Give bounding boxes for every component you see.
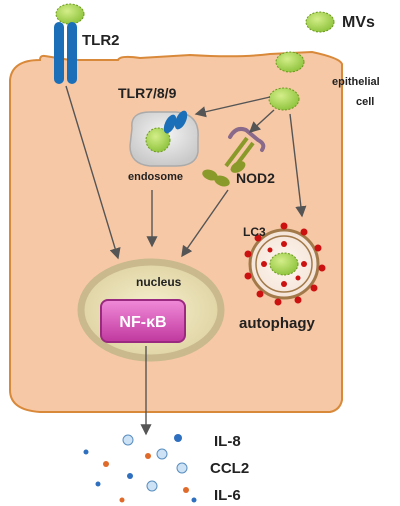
- arrow-nod2-to-nucleus: [181, 189, 229, 258]
- lc3-dot: [261, 261, 267, 267]
- cytokine-particle: [95, 481, 101, 487]
- il6-label: IL-6: [214, 487, 241, 504]
- lc3-dot: [295, 275, 301, 281]
- nfkb-box: [100, 299, 186, 343]
- il8-label: IL-8: [214, 433, 241, 450]
- mvs-label: MVs: [342, 14, 375, 31]
- mv-vesicle: [275, 51, 305, 73]
- nucleus-label: nucleus: [136, 275, 182, 289]
- cytokine-particle: [156, 448, 168, 460]
- cytokine-particle: [191, 497, 197, 503]
- signaling-arrows: [65, 85, 307, 436]
- lc3-dot: [281, 281, 287, 287]
- cell-label: cell: [356, 96, 374, 108]
- cytokine-particle: [119, 497, 125, 503]
- mv-vesicle: [55, 3, 85, 25]
- lc3-label: LC3: [243, 225, 266, 239]
- secreted-cytokines: [83, 434, 197, 503]
- cytokine-particle: [103, 461, 109, 467]
- mv-vesicle: [305, 11, 335, 33]
- lc3-dot: [300, 228, 308, 236]
- lc3-dot: [310, 284, 318, 292]
- cytokine-particle: [145, 453, 151, 459]
- internalized-mv: [268, 87, 300, 111]
- lc3-dot: [314, 244, 322, 252]
- autophagosome: [244, 222, 326, 306]
- lc3-dot: [301, 261, 307, 267]
- arrow-mv-to-autophagy: [289, 113, 307, 218]
- nfkb-label: NF-κB: [119, 314, 166, 331]
- lc3-dot: [318, 264, 326, 272]
- tlr2-receptor: [54, 22, 77, 84]
- lc3-dot: [254, 234, 262, 242]
- epithelial-label: epithelial: [332, 76, 380, 88]
- nod2-receptor: [202, 126, 266, 187]
- lc3-dot: [256, 290, 264, 298]
- arrow-mv-to-nod2: [248, 109, 275, 133]
- cytokine-particle: [127, 473, 133, 479]
- tlr2-label: TLR2: [82, 32, 120, 49]
- lc3-dot: [267, 247, 273, 253]
- arrow-mv-to-tlr789: [194, 96, 271, 118]
- cytokine-particle: [176, 462, 188, 474]
- lc3-dot: [274, 298, 282, 306]
- endosome: [129, 111, 199, 167]
- cytokine-particle: [174, 434, 182, 442]
- cytokine-particle: [146, 480, 158, 492]
- ccl2-label: CCL2: [210, 460, 249, 477]
- tlr789-label: TLR7/8/9: [118, 85, 177, 101]
- lc3-dot: [244, 272, 252, 280]
- endosome-label: endosome: [128, 171, 183, 183]
- nod2-label: NOD2: [236, 170, 275, 186]
- lc3-dot: [280, 222, 288, 230]
- tlr789-receptor: [163, 110, 188, 134]
- autophagy-label: autophagy: [239, 315, 315, 332]
- cytokine-particle: [83, 449, 89, 455]
- lc3-dot: [244, 250, 252, 258]
- cytokine-particle: [122, 434, 134, 446]
- cytokine-particle: [183, 487, 189, 493]
- arrow-tlr2-to-nucleus: [65, 85, 121, 260]
- lc3-dot: [281, 241, 287, 247]
- lc3-dot: [294, 296, 302, 304]
